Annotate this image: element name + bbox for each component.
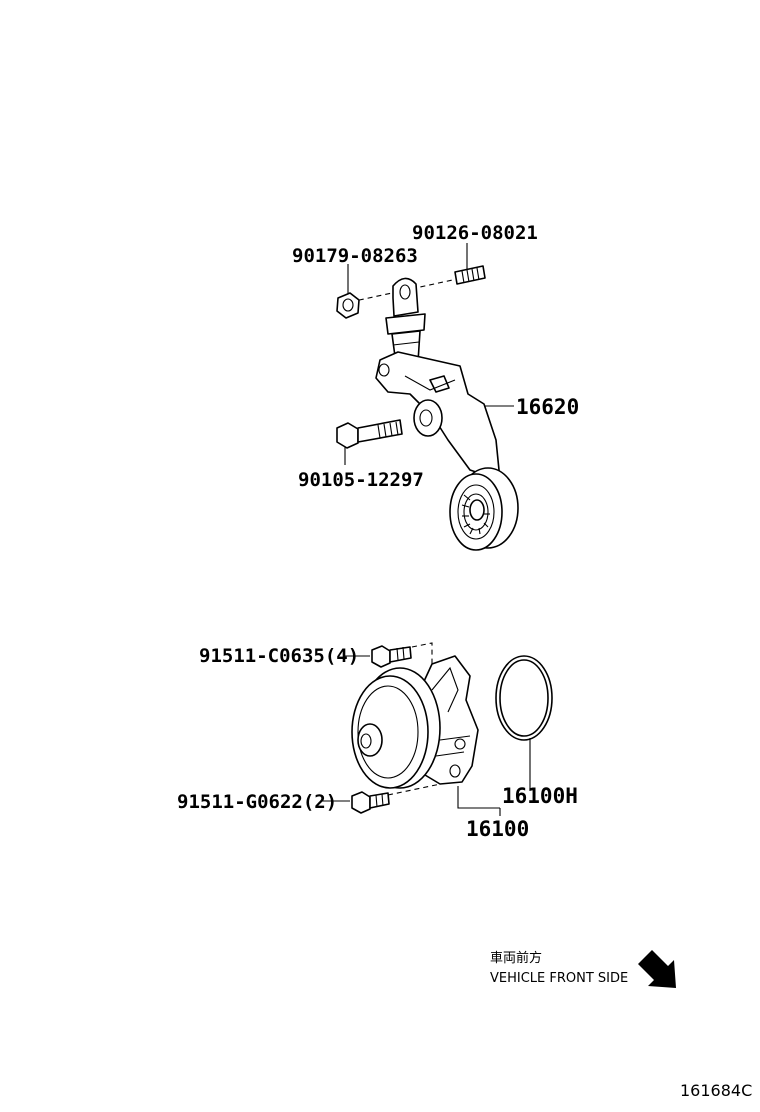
part-label-pump-lower-bolt[interactable]: 91511-G0622(2) xyxy=(177,791,337,813)
tensioner-assembly-drawing xyxy=(336,243,519,551)
tensioner-part xyxy=(375,277,519,551)
direction-note: 車両前方 VEHICLE FRONT SIDE xyxy=(490,950,676,988)
tensioner-bolt-part xyxy=(336,419,403,449)
arrow-down-right-icon xyxy=(638,950,676,988)
figure-reference: 161684C xyxy=(680,1081,752,1100)
pump-lower-bolt-part xyxy=(351,791,390,814)
gasket-part xyxy=(495,655,553,741)
direction-note-english: VEHICLE FRONT SIDE xyxy=(490,971,628,986)
part-label-tensioner-bolt[interactable]: 90105-12297 xyxy=(298,469,424,491)
part-label-stud[interactable]: 90126-08021 xyxy=(412,222,538,244)
nut-part xyxy=(336,292,360,319)
part-label-nut[interactable]: 90179-08263 xyxy=(292,245,418,267)
water-pump-assembly-drawing xyxy=(322,642,553,816)
direction-note-japanese: 車両前方 xyxy=(490,950,542,966)
part-label-water-pump[interactable]: 16100 xyxy=(466,817,529,841)
stud-part xyxy=(454,265,486,285)
part-label-gasket[interactable]: 16100H xyxy=(502,784,578,808)
part-label-tensioner[interactable]: 16620 xyxy=(516,395,579,419)
water-pump-part xyxy=(351,655,479,789)
pump-upper-bolt-part xyxy=(371,645,412,668)
part-label-pump-upper-bolt[interactable]: 91511-C0635(4) xyxy=(199,645,359,667)
